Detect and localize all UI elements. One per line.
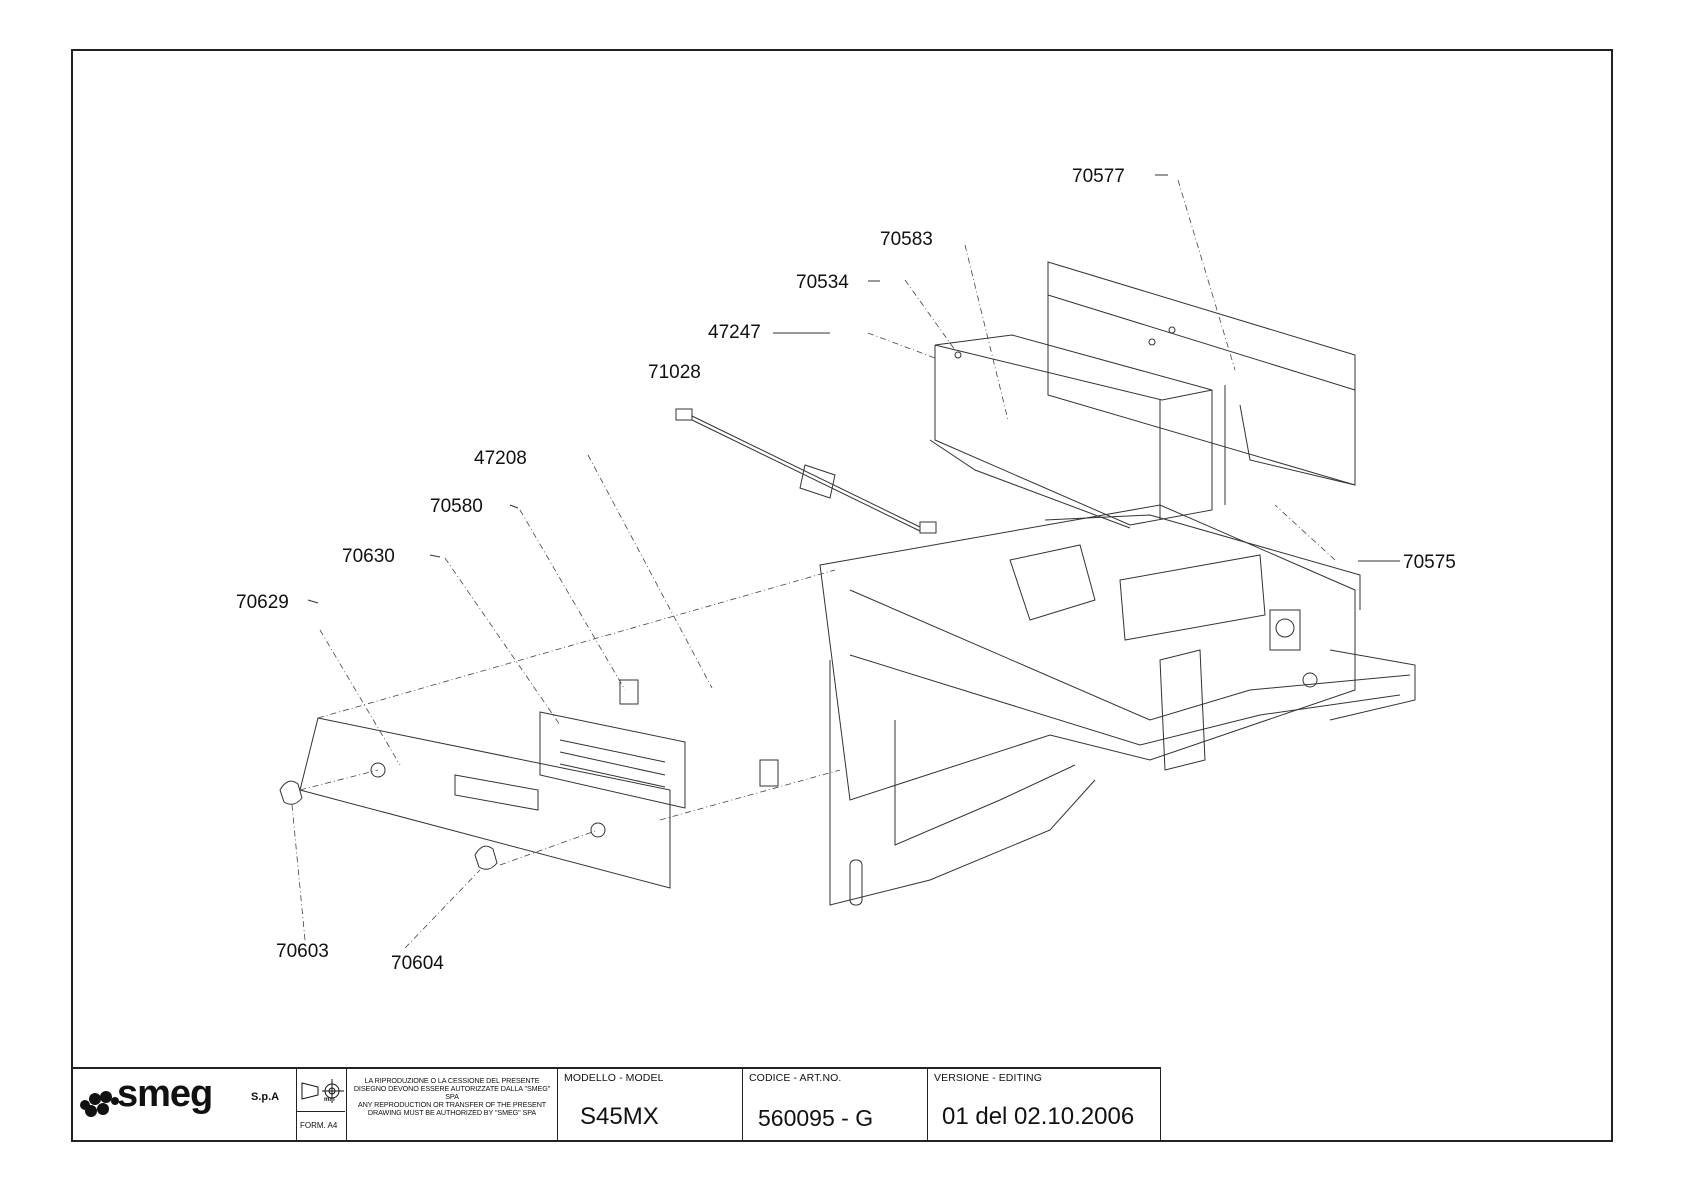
control-board <box>539 711 686 809</box>
brand-suffix: S.p.A <box>251 1091 280 1103</box>
bracket-right <box>759 759 779 787</box>
part-label: 70583 <box>880 229 933 250</box>
version-caption: VERSIONE - EDITING <box>934 1072 1042 1084</box>
format-label: FORM. A4 <box>300 1121 338 1130</box>
part-label: 70630 <box>342 546 395 567</box>
version-cell: VERSIONE - EDITING 01 del 02.10.2006 <box>928 1069 1161 1142</box>
version-value: 01 del 02.10.2006 <box>942 1103 1135 1130</box>
knob-70604 <box>474 845 498 870</box>
notice-italian: LA RIPRODUZIONE O LA CESSIONE DEL PRESEN… <box>353 1076 551 1101</box>
part-label: 70604 <box>391 953 444 974</box>
cable-assembly <box>675 408 937 534</box>
model-cell: MODELLO - MODEL S45MX <box>558 1069 743 1142</box>
bracket-left <box>619 679 639 705</box>
part-label: 47247 <box>708 322 761 343</box>
oven-chassis <box>819 504 1416 906</box>
part-label: 70603 <box>276 941 329 962</box>
knob-70603 <box>279 780 303 805</box>
drawing-frame <box>71 49 1613 1142</box>
logo-cell: smeg S.p.A <box>71 1069 297 1142</box>
part-label: 71028 <box>648 362 701 383</box>
brand-name: smeg <box>117 1073 213 1115</box>
part-label: 47208 <box>474 448 527 469</box>
notice-english: ANY REPRODUCTION OR TRANSFER OF THE PRES… <box>357 1100 547 1117</box>
code-value: 560095 - G <box>758 1105 874 1131</box>
part-label: 70534 <box>796 272 849 293</box>
part-label: 70575 <box>1403 552 1456 573</box>
title-block: smeg S.p.A mm FORM. A4 LA RIPRODUZIONE O… <box>71 1067 1161 1142</box>
part-label: 70577 <box>1072 166 1125 187</box>
code-cell: CODICE - ART.NO. 560095 - G <box>743 1069 928 1142</box>
part-label: 70580 <box>430 496 483 517</box>
smeg-logo-dots <box>80 1091 119 1117</box>
projection-cell: mm FORM. A4 <box>297 1069 347 1142</box>
unit-label: mm <box>324 1097 335 1103</box>
front-panel <box>299 717 671 889</box>
copyright-notice-cell: LA RIPRODUZIONE O LA CESSIONE DEL PRESEN… <box>347 1069 558 1142</box>
projection-symbol-icon <box>301 1079 344 1103</box>
model-caption: MODELLO - MODEL <box>564 1072 664 1084</box>
model-value: S45MX <box>580 1103 659 1130</box>
code-caption: CODICE - ART.NO. <box>749 1072 842 1084</box>
top-cover-assembly <box>929 261 1356 529</box>
part-label: 70629 <box>236 592 289 613</box>
